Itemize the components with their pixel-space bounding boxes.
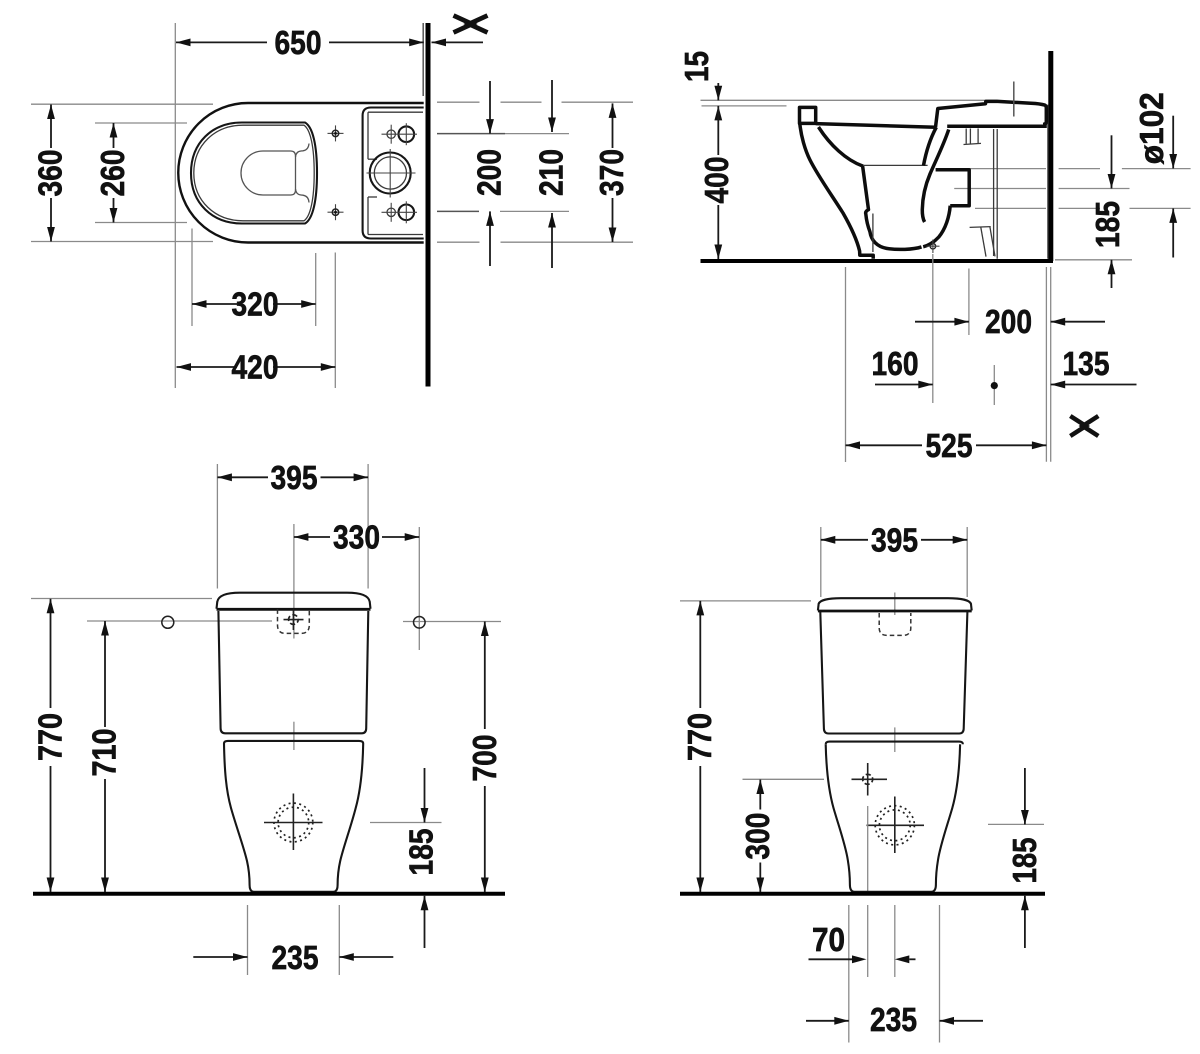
svg-text:300: 300 — [739, 813, 776, 860]
svg-text:200: 200 — [471, 149, 508, 196]
svg-text:420: 420 — [232, 349, 279, 386]
svg-text:395: 395 — [871, 521, 918, 558]
svg-text:235: 235 — [870, 1001, 917, 1038]
svg-text:525: 525 — [926, 427, 973, 464]
svg-text:710: 710 — [86, 729, 123, 777]
svg-text:320: 320 — [232, 286, 279, 323]
svg-text:185: 185 — [402, 829, 439, 876]
svg-text:210: 210 — [533, 149, 570, 196]
svg-text:370: 370 — [593, 149, 630, 196]
svg-text:395: 395 — [271, 459, 318, 496]
svg-text:330: 330 — [333, 519, 380, 556]
svg-text:70: 70 — [812, 921, 845, 958]
svg-text:135: 135 — [1063, 345, 1110, 382]
svg-text:700: 700 — [466, 735, 503, 782]
svg-text:15: 15 — [678, 51, 715, 82]
svg-text:185: 185 — [1006, 838, 1043, 884]
svg-text:185: 185 — [1089, 201, 1126, 248]
svg-text:235: 235 — [272, 939, 319, 976]
svg-text:ø102: ø102 — [1133, 92, 1170, 164]
svg-text:650: 650 — [275, 24, 322, 61]
svg-text:160: 160 — [872, 345, 919, 382]
svg-text:360: 360 — [32, 150, 69, 197]
svg-text:400: 400 — [698, 157, 735, 204]
svg-text:200: 200 — [985, 303, 1032, 340]
svg-text:260: 260 — [94, 150, 131, 197]
svg-text:770: 770 — [31, 713, 68, 761]
svg-text:770: 770 — [681, 713, 718, 761]
